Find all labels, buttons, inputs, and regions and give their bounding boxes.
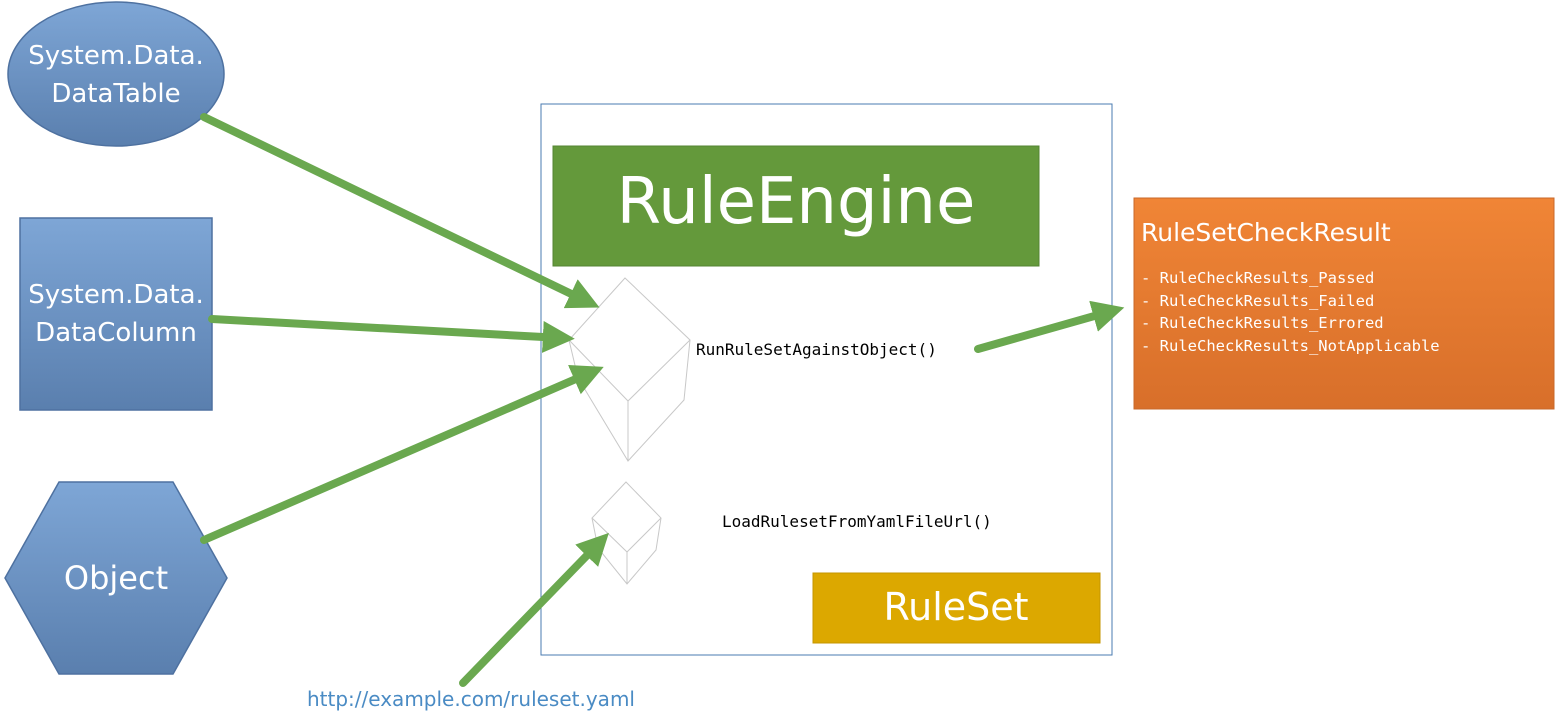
run-method-label: RunRuleSetAgainstObject(): [696, 340, 937, 359]
datatable-label-line2: DataTable: [51, 79, 180, 109]
result-item-passed: - RuleCheckResults_Passed: [1141, 269, 1374, 287]
object-label: Object: [64, 559, 168, 597]
object-node: Object: [4, 481, 228, 675]
result-box: RuleSetCheckResult - RuleCheckResults_Pa…: [1133, 197, 1555, 410]
datatable-node: System.Data. DataTable: [7, 1, 225, 147]
ruleset-label: RuleSet: [883, 585, 1028, 629]
load-method-cube-icon: [591, 481, 662, 585]
datacolumn-node: System.Data. DataColumn: [19, 217, 213, 411]
datatable-label-line1: System.Data.: [28, 41, 204, 71]
arrow-datacolumn-to-engine: [208, 315, 575, 353]
rule-engine-title: RuleEngine: [617, 165, 976, 239]
datacolumn-label-line2: DataColumn: [35, 318, 197, 348]
ruleset-url-link[interactable]: http://example.com/ruleset.yaml: [307, 687, 635, 711]
arrow-url-to-loader: [459, 532, 609, 687]
rule-engine-banner: RuleEngine: [552, 145, 1040, 267]
arrow-object-to-engine: [200, 364, 604, 544]
result-item-failed: - RuleCheckResults_Failed: [1141, 292, 1374, 310]
arrow-engine-to-result: [974, 300, 1125, 353]
arrows: [200, 113, 1125, 687]
result-title: RuleSetCheckResult: [1141, 218, 1391, 247]
result-item-errored: - RuleCheckResults_Errored: [1141, 314, 1384, 332]
datacolumn-label-line1: System.Data.: [28, 280, 204, 310]
load-method-label: LoadRulesetFromYamlFileUrl(): [722, 512, 992, 531]
result-item-notapplicable: - RuleCheckResults_NotApplicable: [1141, 337, 1440, 355]
ruleset-box: RuleSet: [812, 572, 1101, 644]
arrow-datatable-to-engine: [200, 113, 600, 309]
